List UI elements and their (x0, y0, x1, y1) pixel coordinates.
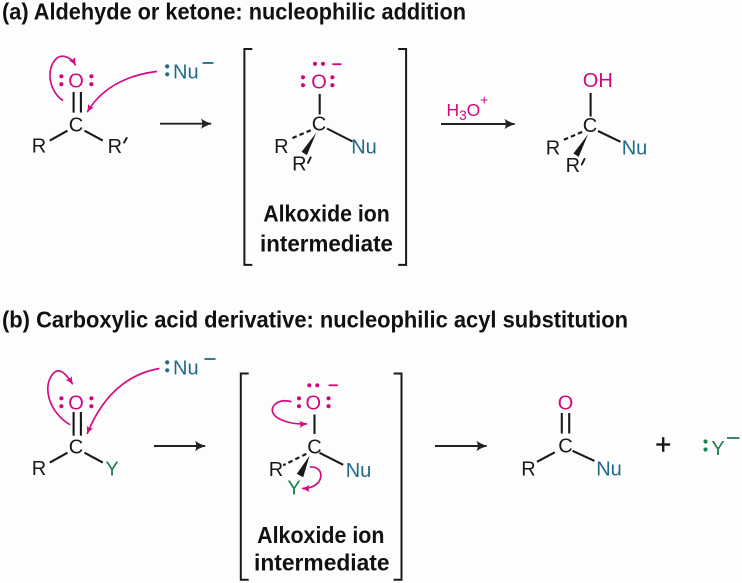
svg-text:intermediate: intermediate (260, 231, 393, 257)
svg-text:O: O (558, 392, 574, 414)
svg-text:C: C (307, 436, 321, 458)
svg-text:(b) Carboxylic acid derivative: (b) Carboxylic acid derivative: nucleoph… (2, 307, 628, 333)
svg-text:Y: Y (287, 477, 300, 499)
svg-text:Nu: Nu (173, 358, 199, 380)
svg-text:Nu: Nu (346, 460, 372, 482)
svg-text:C: C (312, 114, 326, 136)
svg-text:R: R (521, 458, 535, 480)
svg-text:C: C (69, 114, 83, 136)
svg-text:OH: OH (583, 70, 613, 92)
svg-text:R: R (274, 136, 288, 158)
svg-text:R: R (566, 155, 580, 177)
svg-text:Y: Y (105, 458, 118, 480)
svg-text:Alkoxide ion: Alkoxide ion (257, 522, 384, 548)
svg-text:Nu: Nu (351, 136, 377, 158)
svg-text:intermediate: intermediate (254, 550, 390, 576)
svg-text:O: O (306, 392, 322, 414)
svg-text:C: C (583, 115, 597, 137)
svg-text:Y: Y (711, 438, 724, 460)
svg-text:C: C (69, 436, 83, 458)
svg-text:H3O+: H3O+ (447, 93, 489, 123)
svg-text:R: R (292, 153, 306, 175)
svg-text:Nu: Nu (596, 458, 622, 480)
svg-text:Alkoxide ion: Alkoxide ion (263, 200, 390, 226)
svg-text:R: R (32, 135, 46, 157)
svg-text:Nu: Nu (622, 138, 648, 160)
svg-text:R: R (32, 458, 46, 480)
svg-text:O: O (68, 392, 84, 414)
svg-text:(a) Aldehyde or ketone: nucleo: (a) Aldehyde or ketone: nucleophilic add… (2, 0, 466, 25)
svg-text:R: R (108, 136, 122, 158)
svg-text:Nu: Nu (173, 62, 199, 84)
svg-text:C: C (558, 436, 572, 458)
svg-text:O: O (68, 70, 84, 92)
svg-text:R: R (269, 459, 283, 481)
svg-text:O: O (311, 71, 327, 93)
svg-text:R: R (546, 138, 560, 160)
